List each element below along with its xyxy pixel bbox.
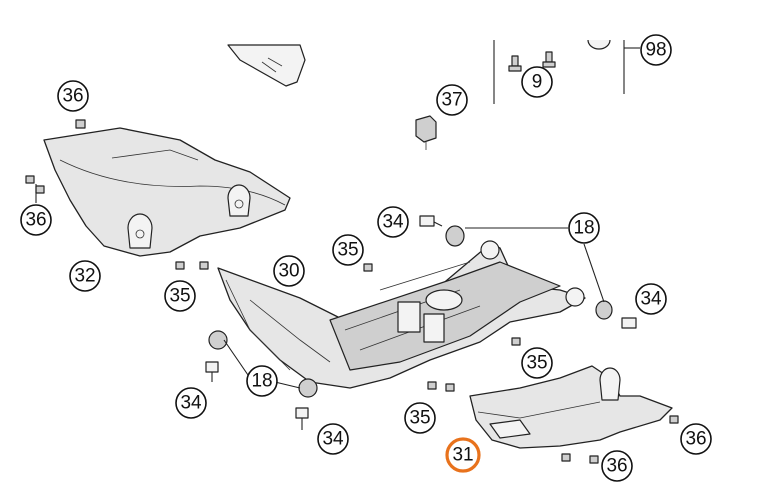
guard-part-32: [43, 127, 291, 257]
svg-text:36: 36: [62, 86, 83, 107]
callout-18[interactable]: 18: [246, 365, 278, 397]
callout-36[interactable]: 36: [601, 450, 633, 482]
skid-plate-part-30: [217, 240, 586, 389]
svg-text:37: 37: [441, 90, 462, 111]
svg-text:35: 35: [337, 240, 358, 261]
callout-35[interactable]: 35: [164, 280, 196, 312]
svg-text:32: 32: [74, 266, 95, 287]
callout-34[interactable]: 34: [377, 206, 409, 238]
svg-text:35: 35: [409, 408, 430, 429]
clip-part-37: [415, 115, 437, 150]
svg-text:18: 18: [573, 218, 594, 239]
top-bolts: [508, 51, 556, 72]
screws-36-left: [25, 119, 86, 194]
callout-36[interactable]: 36: [57, 80, 89, 112]
bolts-34: [205, 215, 637, 430]
callout-34[interactable]: 34: [635, 283, 667, 315]
svg-text:36: 36: [25, 210, 46, 231]
callouts: 36 37 9 98 36 32 34 18 35 30 35 34 18 34…: [20, 34, 712, 482]
svg-text:30: 30: [278, 261, 299, 282]
callout-34[interactable]: 34: [317, 423, 349, 455]
callout-31-highlighted[interactable]: 31: [445, 437, 481, 473]
svg-text:34: 34: [640, 289, 662, 310]
top-right-frame: [493, 39, 640, 104]
svg-text:35: 35: [526, 353, 547, 374]
callout-18[interactable]: 18: [568, 212, 600, 244]
top-partial-bracket: [227, 44, 306, 87]
svg-text:18: 18: [251, 371, 272, 392]
svg-text:34: 34: [322, 429, 344, 450]
callout-35[interactable]: 35: [521, 347, 553, 379]
guard-part-31: [469, 365, 673, 449]
callout-36[interactable]: 36: [680, 423, 712, 455]
svg-text:98: 98: [645, 40, 666, 61]
callout-37[interactable]: 37: [436, 84, 468, 116]
svg-text:9: 9: [532, 72, 543, 93]
callout-30[interactable]: 30: [273, 255, 305, 287]
svg-text:34: 34: [382, 212, 404, 233]
svg-text:31: 31: [452, 445, 473, 466]
callout-35[interactable]: 35: [332, 234, 364, 266]
callout-36[interactable]: 36: [20, 204, 52, 236]
svg-text:34: 34: [180, 393, 202, 414]
svg-text:36: 36: [685, 429, 706, 450]
svg-text:36: 36: [606, 456, 627, 477]
callout-34[interactable]: 34: [175, 387, 207, 419]
callout-9[interactable]: 9: [521, 66, 553, 98]
callout-32[interactable]: 32: [69, 260, 101, 292]
callout-35[interactable]: 35: [404, 402, 436, 434]
clips-35: [175, 261, 521, 392]
leader-lines: [35, 184, 605, 389]
callout-98[interactable]: 98: [640, 34, 672, 66]
screws-36-right: [561, 415, 679, 464]
svg-text:35: 35: [169, 286, 190, 307]
